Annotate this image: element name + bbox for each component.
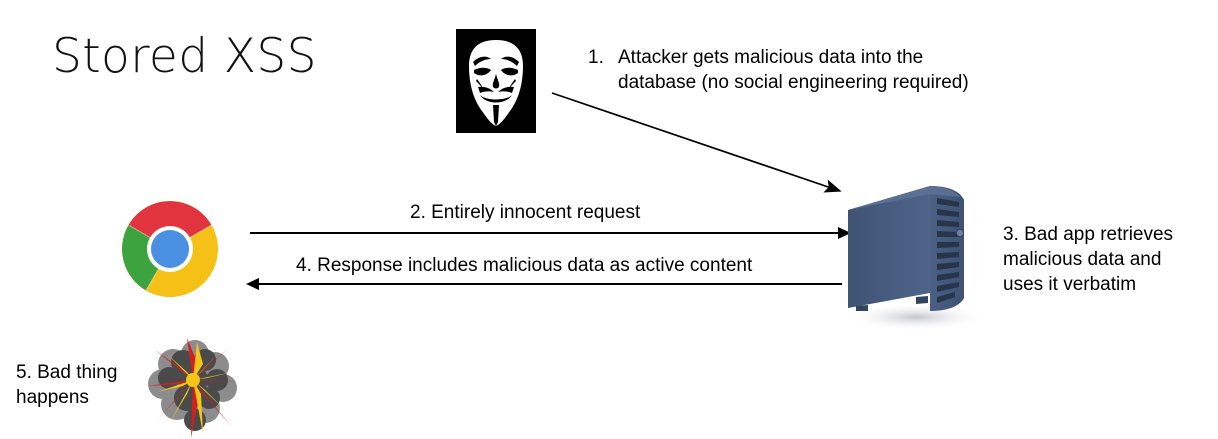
step-5-line-1: 5. Bad thing bbox=[16, 362, 118, 383]
step-1-text: 1. Attacker gets malicious data into the d… bbox=[588, 45, 1058, 95]
step-4-text: 4. Response includes malicious data as a… bbox=[296, 255, 753, 276]
step-2-text: 2. Entirely innocent request bbox=[410, 202, 641, 223]
arrow-attacker-to-server bbox=[540, 88, 860, 213]
chrome-logo-icon bbox=[120, 199, 220, 299]
step-3-line-1: 3. Bad app retrieves bbox=[1003, 224, 1174, 245]
arrow-browser-to-server-line bbox=[250, 232, 842, 234]
step-1-line-1: Attacker gets malicious data into the bbox=[618, 47, 924, 68]
explosion-icon bbox=[143, 336, 243, 439]
server-tower-icon bbox=[842, 180, 992, 335]
page-title: Stored XSS bbox=[52, 29, 317, 84]
server-tower-svg bbox=[844, 186, 988, 331]
step-5-text: 5. Bad thing happens bbox=[16, 360, 146, 410]
step-1-line-2: database (no social engineering required… bbox=[618, 72, 969, 93]
arrow-browser-to-server-head bbox=[838, 227, 851, 239]
anonymous-mask-svg bbox=[456, 29, 536, 133]
step-3-line-2: malicious data and bbox=[1003, 249, 1162, 270]
arrow-server-to-browser-line bbox=[250, 283, 842, 285]
step-3-line-3: uses it verbatim bbox=[1003, 274, 1137, 295]
step-1-number: 1. bbox=[588, 47, 604, 68]
chrome-logo-svg bbox=[122, 201, 218, 297]
arrow-server-to-browser-head bbox=[246, 278, 259, 290]
step-3-text: 3. Bad app retrieves malicious data and … bbox=[1003, 222, 1208, 297]
step-5-line-2: happens bbox=[16, 387, 89, 408]
anonymous-mask-icon bbox=[456, 29, 536, 133]
explosion-svg bbox=[147, 338, 239, 438]
arrow-1-svg bbox=[551, 92, 842, 193]
